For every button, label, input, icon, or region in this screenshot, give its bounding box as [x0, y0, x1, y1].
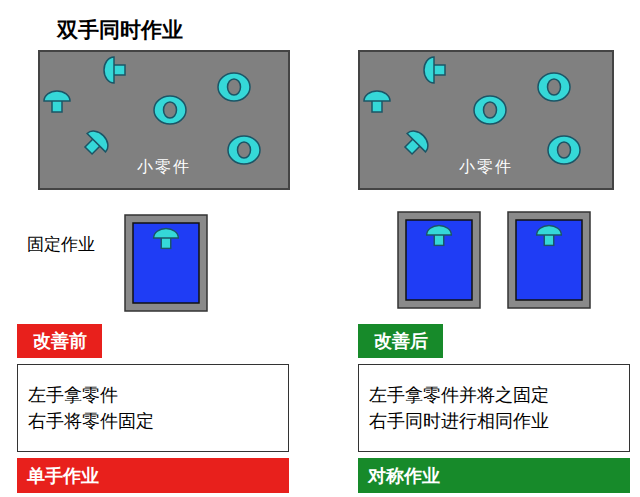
- ring-part: [538, 73, 570, 101]
- after-band: 改善后: [358, 324, 443, 358]
- fixture-frame: [398, 212, 480, 308]
- parts-bin: 小零件: [358, 50, 614, 190]
- node-label: 小零件: [137, 157, 191, 178]
- description-text: 左手拿零件 右手将零件固定: [28, 382, 158, 434]
- fixture-plate: [406, 220, 472, 300]
- parts-bin: 小零件: [38, 50, 290, 190]
- rivet-part: [427, 225, 452, 245]
- ring-part: [228, 136, 260, 164]
- ring-part: [154, 96, 186, 124]
- node-label: 单手作业: [27, 464, 99, 488]
- bin-ground: [38, 50, 290, 190]
- fixture-label: 固定作业: [27, 233, 95, 256]
- fixture-plate: [516, 220, 582, 300]
- rivet-part: [44, 91, 70, 112]
- rivet-part: [399, 126, 432, 159]
- rivet-part: [424, 57, 445, 83]
- fixture-plate: [133, 223, 199, 303]
- node-label: 对称作业: [368, 464, 440, 488]
- rivet-part: [364, 91, 390, 112]
- node-label: 改善前: [33, 329, 87, 353]
- rivet-part: [154, 228, 179, 248]
- description-box: 左手拿零件并将之固定 右手同时进行相同作业: [358, 364, 630, 452]
- node-label: 小零件: [459, 157, 513, 178]
- rivet-part: [537, 225, 562, 245]
- node-label: 改善后: [374, 329, 428, 353]
- fixture-frame: [125, 215, 207, 311]
- method-band: 对称作业: [358, 458, 630, 493]
- bin-ground: [358, 50, 614, 190]
- description-box: 左手拿零件 右手将零件固定: [17, 364, 289, 452]
- title: 双手同时作业: [57, 16, 183, 44]
- rivet-part: [104, 57, 125, 83]
- before-band: 改善前: [17, 324, 102, 358]
- fixture-frame: [508, 212, 590, 308]
- rivet-part: [79, 126, 112, 159]
- method-band: 单手作业: [17, 458, 289, 493]
- description-text: 左手拿零件并将之固定 右手同时进行相同作业: [369, 382, 556, 434]
- ring-part: [218, 73, 250, 101]
- ring-part: [548, 136, 580, 164]
- ring-part: [474, 96, 506, 124]
